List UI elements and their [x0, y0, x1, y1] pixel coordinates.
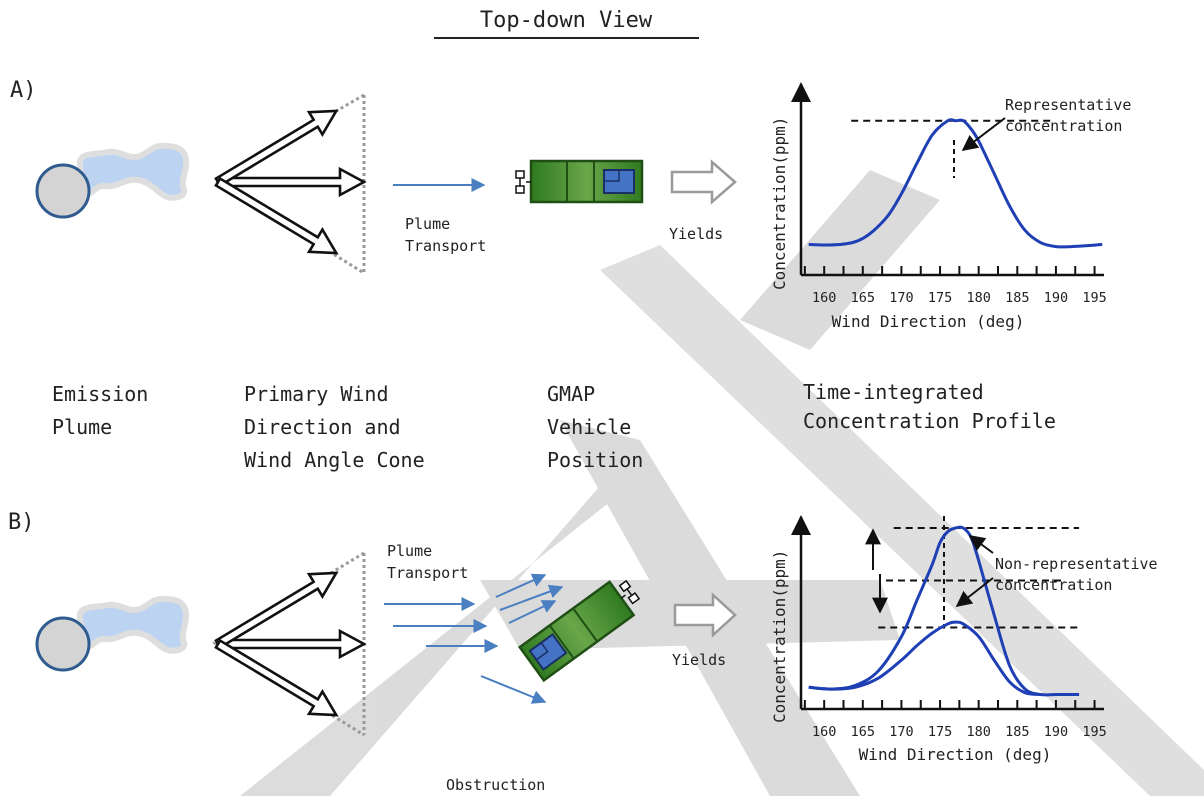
chart-a-tick-label: 160	[812, 290, 836, 306]
caption-emission-plume: Emission Plume	[52, 382, 160, 439]
chart-b-tick-label: 165	[851, 724, 875, 740]
chart-b-annotation-arrow-upper	[968, 535, 994, 554]
chart-b-tick-label: 190	[1044, 724, 1068, 740]
chart-b-tick-label: 180	[966, 724, 990, 740]
panel-a-label: A)	[10, 78, 37, 103]
caption-vehicle-position: GMAP Vehicle Position	[547, 382, 643, 472]
plume-transport-label-b: Plume Transport	[387, 542, 468, 582]
yields-arrow-b	[673, 592, 737, 638]
obstruction-label: Obstruction	[446, 776, 545, 794]
chart-b-xlabel: Wind Direction (deg)	[859, 745, 1052, 764]
chart-b-annotation: Non-representative concentration	[995, 555, 1167, 594]
concentration-chart-a: Concentration(ppm) Wind Direction (deg) …	[770, 82, 1140, 331]
emission-plume-icon-b	[35, 595, 190, 672]
gmap-vehicle-icon-a	[515, 159, 644, 204]
chart-a-tick-label: 185	[1005, 290, 1029, 306]
yields-arrow-a	[670, 159, 737, 205]
yields-label-b: Yields	[672, 651, 726, 669]
wind-direction-arrows-b	[214, 571, 367, 717]
draft-watermark	[240, 170, 1204, 796]
chart-a-annotation-arrow	[961, 117, 1006, 151]
chart-b-tick-label: 185	[1005, 724, 1029, 740]
gmap-vehicle-icon-b	[518, 579, 641, 683]
concentration-chart-b: Concentration(ppm) Wind Direction (deg) …	[770, 515, 1167, 764]
chart-b-tick-label: 170	[889, 724, 913, 740]
chart-a-tick-label: 180	[966, 290, 990, 306]
chart-b-ticks: 160 165 170 175 180 185 190 195	[803, 700, 1107, 740]
page-title: Top-down View	[480, 8, 653, 33]
plume-transport-arrows-b	[384, 573, 564, 704]
chart-a-xlabel: Wind Direction (deg)	[832, 312, 1025, 331]
emission-plume-icon-a	[35, 142, 190, 219]
chart-a-tick-label: 165	[851, 290, 875, 306]
panel-b-label: B)	[8, 510, 35, 535]
plume-transport-label-a: Plume Transport	[405, 215, 486, 255]
chart-a-tick-label: 190	[1044, 290, 1068, 306]
chart-b-tick-label: 195	[1082, 724, 1106, 740]
yields-label-a: Yields	[669, 225, 723, 243]
chart-b-reference-lines	[878, 527, 1080, 629]
chart-b-ylabel: Concentration(ppm)	[770, 550, 789, 723]
chart-a-annotation: Representative concentration	[1005, 96, 1140, 135]
wind-direction-arrows-a	[214, 109, 367, 255]
chart-b-tick-label: 175	[928, 724, 952, 740]
chart-a-ylabel: Concentration(ppm)	[770, 117, 789, 290]
chart-b-series-line-1	[808, 525, 1080, 697]
chart-b-tick-label: 160	[812, 724, 836, 740]
chart-a-tick-label: 170	[889, 290, 913, 306]
chart-b-series-line-2	[808, 620, 1041, 697]
chart-a-tick-label: 175	[928, 290, 952, 306]
caption-wind-direction: Primary Wind Direction and Wind Angle Co…	[244, 382, 425, 472]
chart-a-series-line-1	[808, 118, 1103, 249]
chart-b-annotation-arrow-lower	[955, 577, 994, 607]
caption-concentration-profile: Time-integrated Concentration Profile	[803, 380, 1056, 433]
chart-a-ticks: 160 165 170 175 180 185 190 195	[803, 266, 1107, 306]
chart-a-tick-label: 195	[1082, 290, 1106, 306]
